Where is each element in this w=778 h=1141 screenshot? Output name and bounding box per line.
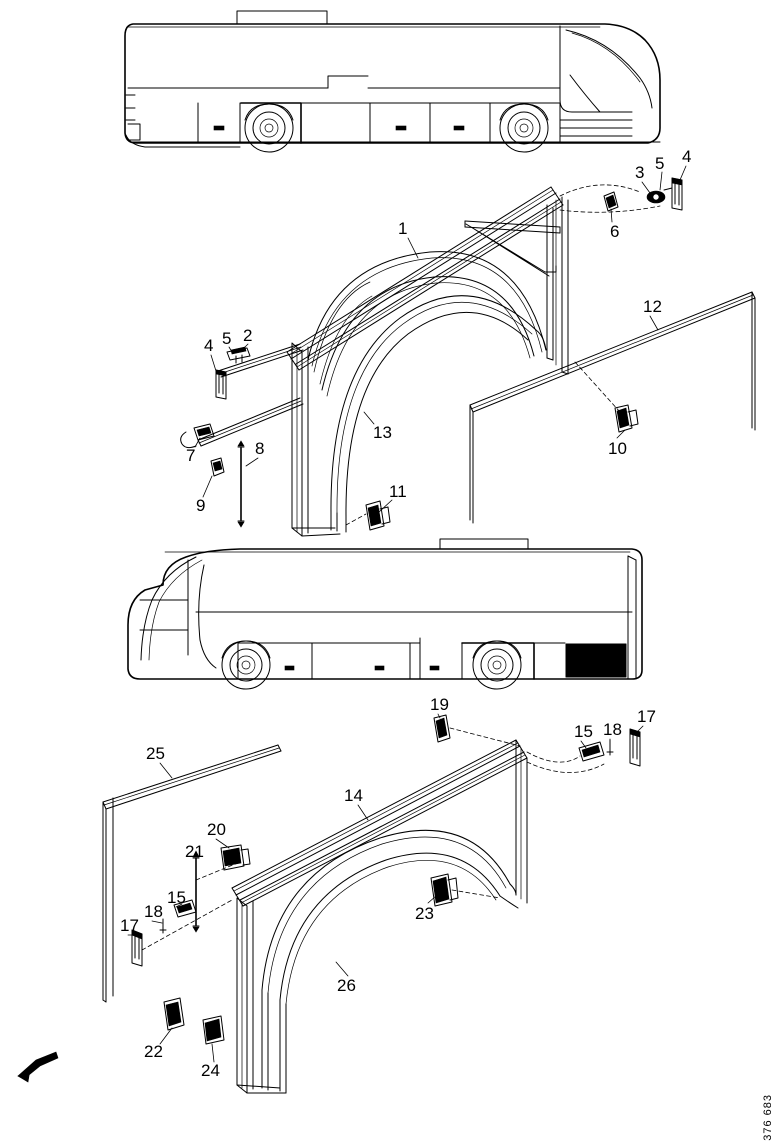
- callout-4-left: 4: [204, 336, 214, 355]
- callout-3: 3: [635, 163, 645, 182]
- callout-19: 19: [430, 695, 449, 714]
- callout-15-left: 15: [167, 888, 186, 907]
- callout-6: 6: [610, 222, 620, 241]
- callout-23: 23: [415, 904, 434, 923]
- callout-7: 7: [186, 446, 196, 465]
- cluster-3-5-4: [646, 177, 683, 211]
- bracket-19: [433, 714, 451, 743]
- retainer-6: [603, 191, 619, 212]
- callout-1: 1: [398, 219, 408, 238]
- bus-side-elevation-front-right: [124, 10, 661, 153]
- callout-11: 11: [389, 482, 407, 501]
- cluster-15-18-17-left: [131, 899, 197, 967]
- sheet-code: 376 683: [762, 1094, 774, 1141]
- callout-2: 2: [243, 326, 253, 345]
- callout-5-left: 5: [222, 329, 232, 348]
- callout-4-right: 4: [682, 147, 692, 166]
- callout-14: 14: [344, 786, 363, 805]
- travel-direction-arrow: [17, 1051, 59, 1083]
- callout-24: 24: [201, 1061, 220, 1080]
- callout-5-right: 5: [655, 154, 665, 173]
- bracket-11: [365, 500, 391, 531]
- callout-13: 13: [373, 423, 392, 442]
- bracket-7: [180, 423, 215, 449]
- callout-18-right: 18: [603, 720, 622, 739]
- parts-diagram-sheet: 1 2 3 4 5 4 5 6 7 8 9 10 11 12 13 14 15 …: [17, 10, 774, 1141]
- callout-20: 20: [207, 820, 226, 839]
- clip-9: [210, 457, 225, 477]
- callout-18-left: 18: [144, 902, 163, 921]
- bracket-4-left: [215, 369, 227, 400]
- callout-17-left: 17: [120, 916, 139, 935]
- callout-25: 25: [146, 744, 165, 763]
- bracket-24: [202, 1015, 225, 1045]
- callout-17-right: 17: [637, 707, 656, 726]
- technical-drawing-canvas: [17, 10, 756, 1094]
- bracket-22: [163, 997, 185, 1031]
- bus-side-elevation-rear-left: [127, 538, 643, 690]
- bracket-10: [614, 404, 639, 433]
- callout-10: 10: [608, 439, 627, 458]
- callout-26: 26: [337, 976, 356, 995]
- front-wheel-arch-exploded-view: [180, 165, 756, 537]
- callout-9: 9: [196, 496, 206, 515]
- bracket-20: [220, 844, 251, 871]
- rear-wheel-arch-exploded-view: [102, 713, 644, 1094]
- bracket-23: [430, 873, 459, 907]
- callout-15-right: 15: [574, 722, 593, 741]
- callout-12: 12: [643, 297, 662, 316]
- clamp-2: [226, 346, 251, 364]
- callout-22: 22: [144, 1042, 163, 1061]
- callout-8: 8: [255, 439, 265, 458]
- callout-21: 21: [185, 842, 204, 861]
- cluster-15-18-17-right: [578, 728, 641, 767]
